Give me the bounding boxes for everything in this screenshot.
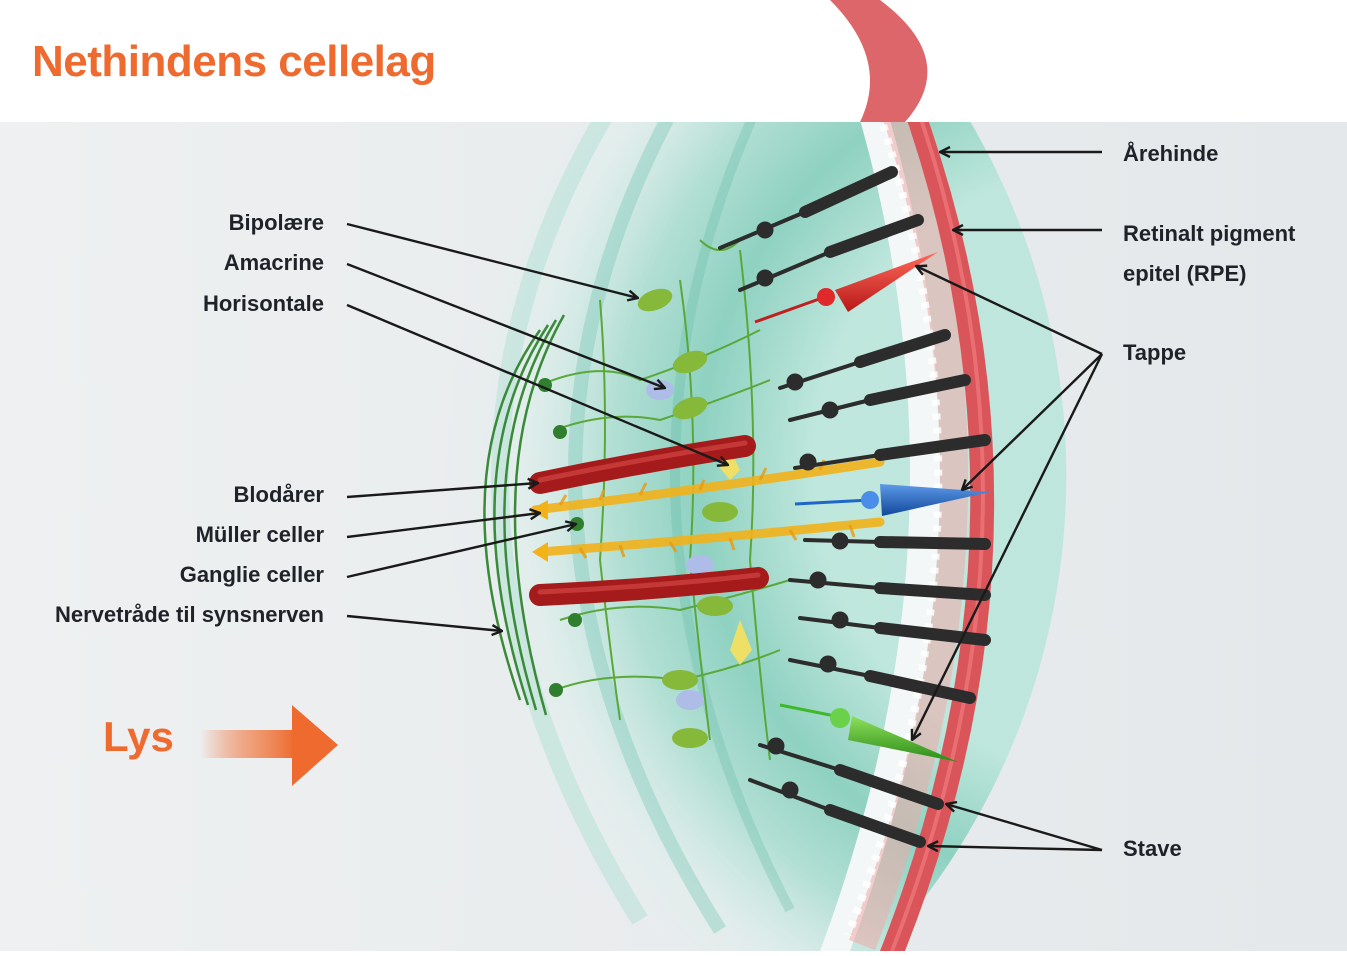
label-muller-celler: Müller celler [196, 522, 324, 548]
label-blodaarer: Blodårer [234, 482, 324, 508]
label-horisontale: Horisontale [203, 291, 324, 317]
label-stave: Stave [1123, 836, 1182, 862]
label-ganglie-celler: Ganglie celler [180, 562, 324, 588]
label-rpe-line2: epitel (RPE) [1123, 261, 1246, 287]
label-tappe: Tappe [1123, 340, 1186, 366]
label-nervetraade: Nervetråde til synsnerven [55, 602, 324, 628]
label-amacrine: Amacrine [224, 250, 324, 276]
label-aarehinde: Årehinde [1123, 141, 1218, 167]
page-title: Nethindens cellelag [32, 40, 436, 84]
label-bipolaere: Bipolære [229, 210, 324, 236]
light-label: Lys [103, 716, 174, 758]
label-rpe-line1: Retinalt pigment [1123, 221, 1295, 247]
